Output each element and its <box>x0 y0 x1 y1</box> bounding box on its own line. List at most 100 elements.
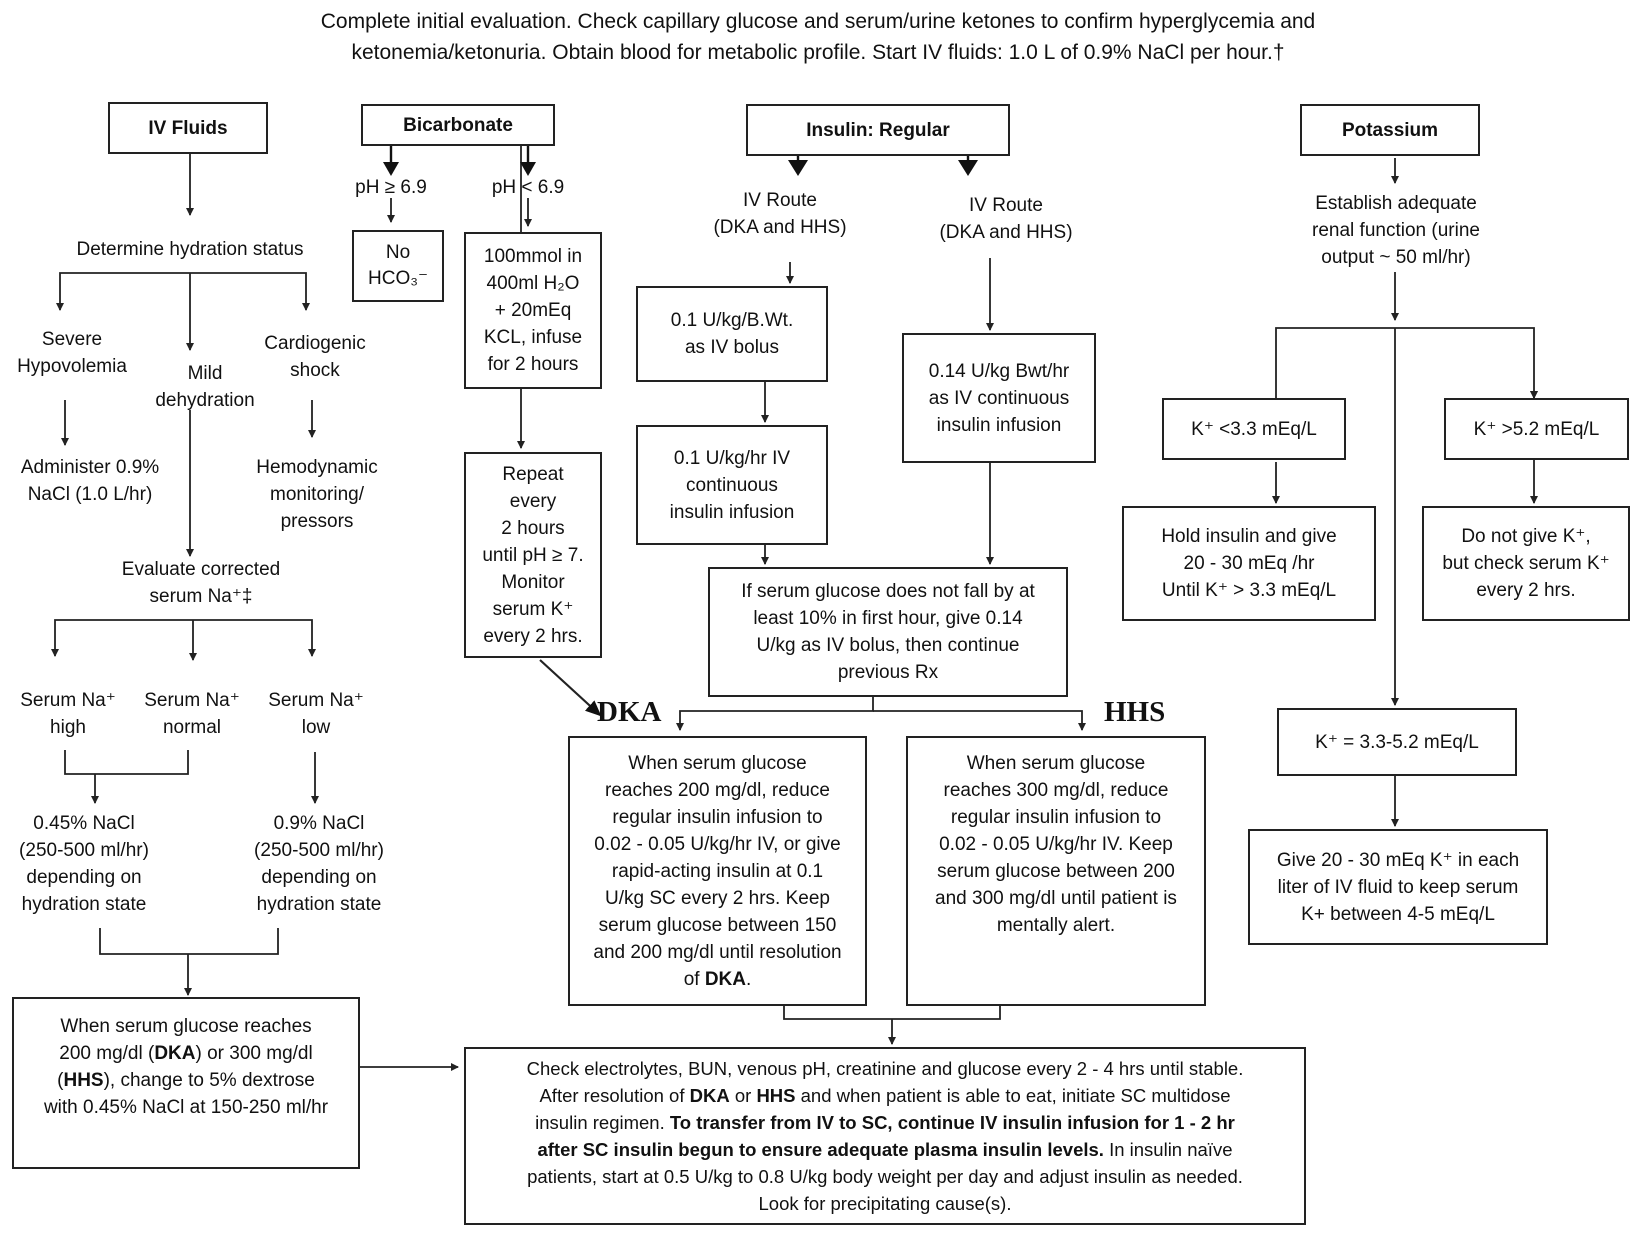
potassium-normal-box: K⁺ = 3.3-5.2 mEq/L <box>1277 708 1517 776</box>
hhs-instructions-box: When serum glucose reaches 300 mg/dl, re… <box>906 736 1206 1006</box>
give-potassium-box: Give 20 - 30 mEq K⁺ in each liter of IV … <box>1248 829 1548 945</box>
bicarbonate-header: Bicarbonate <box>361 104 555 146</box>
dka-instructions-box: When serum glucose reaches 200 mg/dl, re… <box>568 736 867 1006</box>
continuous-line-2: continuous <box>686 474 778 496</box>
repeat-line-6: serum K⁺ <box>492 598 574 620</box>
hhs-line-7: mentally alert. <box>996 915 1116 936</box>
if-glucose-line-4: previous Rx <box>837 662 939 683</box>
dont-line-1: Do not give K⁺, <box>1461 526 1591 547</box>
final-line-6: Look for precipitating cause(s). <box>758 1193 1012 1214</box>
full-nacl-line-3: depending on <box>261 867 377 888</box>
na-low-line-2: low <box>301 717 331 738</box>
give-line-1: Give 20 - 30 mEq K⁺ in each <box>1276 849 1520 871</box>
dka-line-2: reaches 200 mg/dl, reduce <box>605 779 830 801</box>
mild-line-1: Mild <box>187 363 223 384</box>
severe-line-1: Severe <box>41 329 103 350</box>
insulin-header: Insulin: Regular <box>746 104 1010 156</box>
route-left-line-2: (DKA and HHS) <box>713 217 847 238</box>
dka-line-6: U/kg SC every 2 hrs. Keep <box>605 887 830 909</box>
dose-line-3: + 20mEq <box>494 300 572 321</box>
hhs-line-1: When serum glucose <box>966 753 1146 774</box>
repeat-bicarbonate-box: Repeat every 2 hours until pH ≥ 7. Monit… <box>464 452 602 658</box>
determine-hydration-text: Determine hydration status <box>76 239 304 260</box>
iv-fluids-header: IV Fluids <box>108 102 268 154</box>
monitoring-transfer-box: Check electrolytes, BUN, venous pH, crea… <box>464 1047 1306 1225</box>
administer-line-2: NaCl (1.0 L/hr) <box>27 484 153 505</box>
dka-line-9: of DKA. <box>683 968 752 990</box>
half-nacl-line-3: depending on <box>26 867 142 888</box>
insulin-bolus-box: 0.1 U/kg/B.Wt. as IV bolus <box>636 286 828 382</box>
administer-line-1: Administer 0.9% <box>20 457 160 478</box>
final-line-2: After resolution of DKA or HHS and when … <box>539 1085 1231 1106</box>
no-bicarbonate-box: No HCO₃⁻ <box>352 230 444 302</box>
insulin-continuous-box: 0.1 U/kg/hr IV continuous insulin infusi… <box>636 425 828 545</box>
hhs-line-4: 0.02 - 0.05 U/kg/hr IV. Keep <box>939 834 1173 855</box>
dose-line-2: 400ml H₂O <box>486 273 580 294</box>
final-line-1: Check electrolytes, BUN, venous pH, crea… <box>526 1058 1244 1079</box>
route-right-line-1: IV Route <box>969 195 1043 216</box>
repeat-line-7: every 2 hrs. <box>483 625 583 647</box>
cardio-line-2: shock <box>290 360 340 381</box>
repeat-line-1: Repeat <box>502 463 564 485</box>
give-line-2: liter of IV fluid to keep serum <box>1277 876 1519 898</box>
sodium-normal-text: Serum Na⁺ normal <box>130 687 254 741</box>
na-high-line-2: high <box>50 717 86 738</box>
dont-line-2: but check serum K⁺ <box>1442 553 1610 574</box>
bicarbonate-dose-box: 100mmol in 400ml H₂O + 20mEq KCL, infuse… <box>464 232 602 389</box>
do-not-give-potassium-box: Do not give K⁺, but check serum K⁺ every… <box>1422 506 1630 621</box>
route-right-line-2: (DKA and HHS) <box>939 222 1073 243</box>
hemo-line-1: Hemodynamic <box>256 457 378 478</box>
no-hco3-line-1: No <box>385 242 411 263</box>
potassium-header: Potassium <box>1300 104 1480 156</box>
hold-line-3: Until K⁺ > 3.3 mEq/L <box>1161 580 1337 601</box>
final-line-3: insulin regimen. To transfer from IV to … <box>535 1112 1235 1133</box>
give-line-3: K+ between 4-5 mEq/L <box>1301 903 1495 925</box>
if-glucose-line-1: If serum glucose does not fall by at <box>741 581 1035 602</box>
sodium-low-text: Serum Na⁺ low <box>254 687 378 741</box>
establish-line-2: renal function (urine <box>1312 220 1480 241</box>
establish-line-3: output ~ 50 ml/hr) <box>1321 247 1471 268</box>
hhs-line-3: regular insulin infusion to <box>950 807 1162 828</box>
bolus-line-1: 0.1 U/kg/B.Wt. <box>670 310 794 331</box>
intro-line-2: ketonemia/ketonuria. Obtain blood for me… <box>351 41 1285 64</box>
na-high-line-1: Serum Na⁺ <box>20 690 116 711</box>
dka-line-7: serum glucose between 150 <box>598 914 837 936</box>
intro-line-1: Complete initial evaluation. Check capil… <box>320 10 1316 33</box>
continuous-line-3: insulin infusion <box>669 501 795 523</box>
insulin-continuous-014-box: 0.14 U/kg Bwt/hr as IV continuous insuli… <box>902 333 1096 463</box>
final-line-4: after SC insulin begun to ensure adequat… <box>537 1139 1233 1160</box>
evaluate-line-2: serum Na⁺‡ <box>149 586 253 607</box>
dont-line-3: every 2 hrs. <box>1476 580 1576 601</box>
cardiogenic-shock-text: Cardiogenic shock <box>252 330 378 384</box>
dka-label: DKA <box>597 696 662 728</box>
dka-line-5: rapid-acting insulin at 0.1 <box>611 860 824 882</box>
evaluate-sodium-text: Evaluate corrected serum Na⁺‡ <box>94 556 308 610</box>
cont-014-line-2: as IV continuous <box>928 387 1070 409</box>
hold-insulin-box: Hold insulin and give 20 - 30 mEq /hr Un… <box>1122 506 1376 621</box>
hemo-line-2: monitoring/ <box>270 484 364 505</box>
intro-text: Complete initial evaluation. Check capil… <box>0 6 1636 68</box>
ph-low-label: pH < 6.9 <box>491 177 565 198</box>
sodium-high-text: Serum Na⁺ high <box>6 687 130 741</box>
final-line-5: patients, start at 0.5 U/kg to 0.8 U/kg … <box>527 1166 1243 1187</box>
repeat-line-2: every <box>509 490 557 512</box>
cardio-line-1: Cardiogenic <box>264 333 366 354</box>
hhs-line-2: reaches 300 mg/dl, reduce <box>943 780 1169 801</box>
establish-renal-text: Establish adequate renal function (urine… <box>1280 190 1512 271</box>
hhs-label: HHS <box>1104 696 1166 728</box>
half-nacl-line-1: 0.45% NaCl <box>33 813 135 834</box>
na-normal-line-2: normal <box>162 717 222 738</box>
cont-014-line-1: 0.14 U/kg Bwt/hr <box>928 360 1070 382</box>
severe-line-2: Hypovolemia <box>17 356 127 377</box>
ph-high-label: pH ≥ 6.9 <box>355 177 427 198</box>
potassium-high-box: K⁺ >5.2 mEq/L <box>1444 398 1629 460</box>
full-nacl-line-1: 0.9% NaCl <box>273 813 365 834</box>
if-glucose-line-2: least 10% in first hour, give 0.14 <box>753 608 1023 629</box>
establish-line-1: Establish adequate <box>1315 193 1477 214</box>
hhs-line-5: serum glucose between 200 <box>937 861 1175 882</box>
administer-nacl-text: Administer 0.9% NaCl (1.0 L/hr) <box>4 454 176 508</box>
hemo-line-3: pressors <box>280 511 354 532</box>
severe-hypovolemia-text: Severe Hypovolemia <box>4 326 140 380</box>
dose-line-1: 100mmol in <box>483 246 583 267</box>
